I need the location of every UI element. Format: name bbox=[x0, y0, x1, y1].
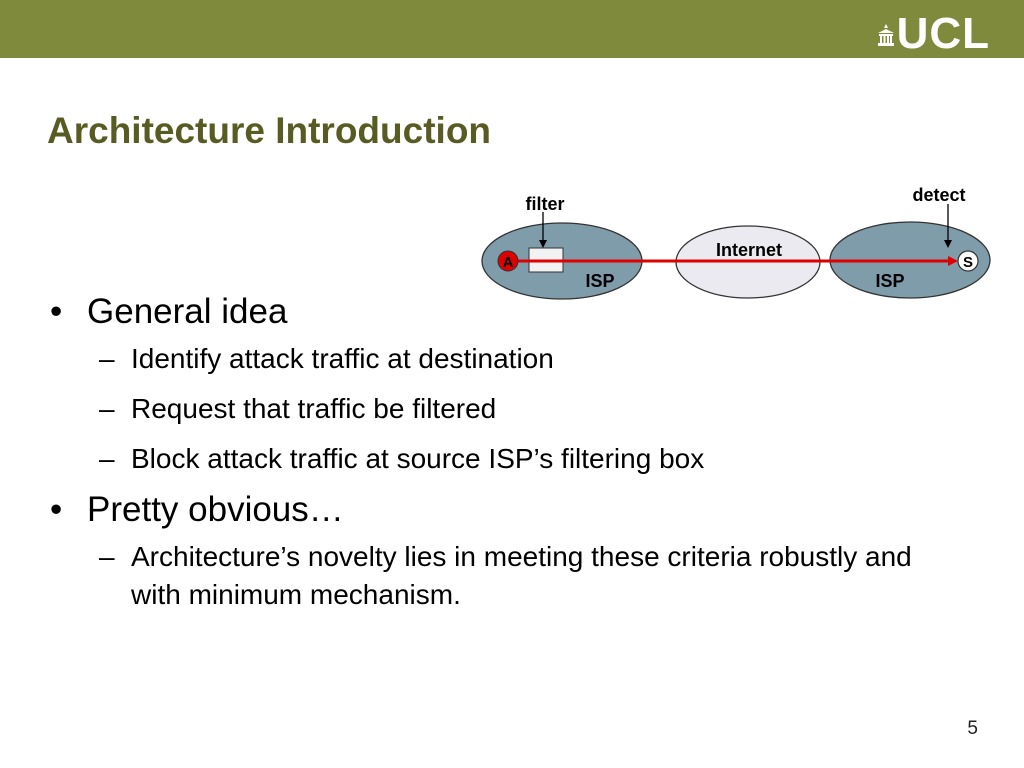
slide-title: Architecture Introduction bbox=[47, 110, 492, 151]
isp-left-label: ISP bbox=[585, 271, 614, 291]
bullet-text: General idea bbox=[87, 292, 288, 331]
node-s-circle bbox=[957, 250, 979, 272]
sub-bullet-text: Identify attack traffic at destination bbox=[131, 343, 554, 374]
detect-label: detect bbox=[912, 185, 965, 205]
bullet-dot: • bbox=[50, 490, 63, 529]
portico-icon bbox=[877, 24, 894, 46]
detect-arrowhead bbox=[944, 240, 952, 248]
internet-label: Internet bbox=[716, 240, 782, 260]
isp-right-label: ISP bbox=[875, 271, 904, 291]
bullet-item: • Pretty obvious… bbox=[50, 488, 950, 532]
attack-path-arrowhead bbox=[948, 256, 958, 266]
ucl-logo: UCL bbox=[877, 9, 990, 58]
sub-bullet-text: Request that traffic be filtered bbox=[131, 393, 497, 424]
header-bar: UCL bbox=[0, 0, 1024, 58]
bullet-item: • General idea bbox=[50, 290, 950, 334]
network-diagram: A S filter detect Internet ISP ISP bbox=[481, 185, 991, 300]
sub-bullet-text: Architecture’s novelty lies in meeting t… bbox=[131, 541, 912, 610]
bullet-dot: • bbox=[50, 292, 63, 331]
sub-bullet-item: – Identify attack traffic at destination bbox=[50, 340, 950, 378]
sub-bullet-dash: – bbox=[99, 393, 115, 424]
filter-label: filter bbox=[525, 194, 564, 214]
sub-bullet-item: – Block attack traffic at source ISP’s f… bbox=[50, 440, 950, 478]
bullet-list: • General idea – Identify attack traffic… bbox=[50, 290, 950, 626]
sub-bullet-item: – Architecture’s novelty lies in meeting… bbox=[50, 538, 950, 614]
sub-bullet-dash: – bbox=[99, 443, 115, 474]
sub-bullet-item: – Request that traffic be filtered bbox=[50, 390, 950, 428]
node-a-label: A bbox=[503, 254, 514, 271]
page-number: 5 bbox=[967, 718, 978, 739]
sub-bullet-text: Block attack traffic at source ISP’s fil… bbox=[131, 443, 705, 474]
filter-arrowhead bbox=[539, 240, 547, 248]
node-s-label: S bbox=[963, 254, 973, 271]
sub-bullet-dash: – bbox=[99, 541, 115, 572]
sub-bullet-dash: – bbox=[99, 343, 115, 374]
logo-text: UCL bbox=[896, 9, 990, 58]
bullet-text: Pretty obvious… bbox=[87, 490, 344, 529]
node-a-circle bbox=[497, 250, 519, 272]
